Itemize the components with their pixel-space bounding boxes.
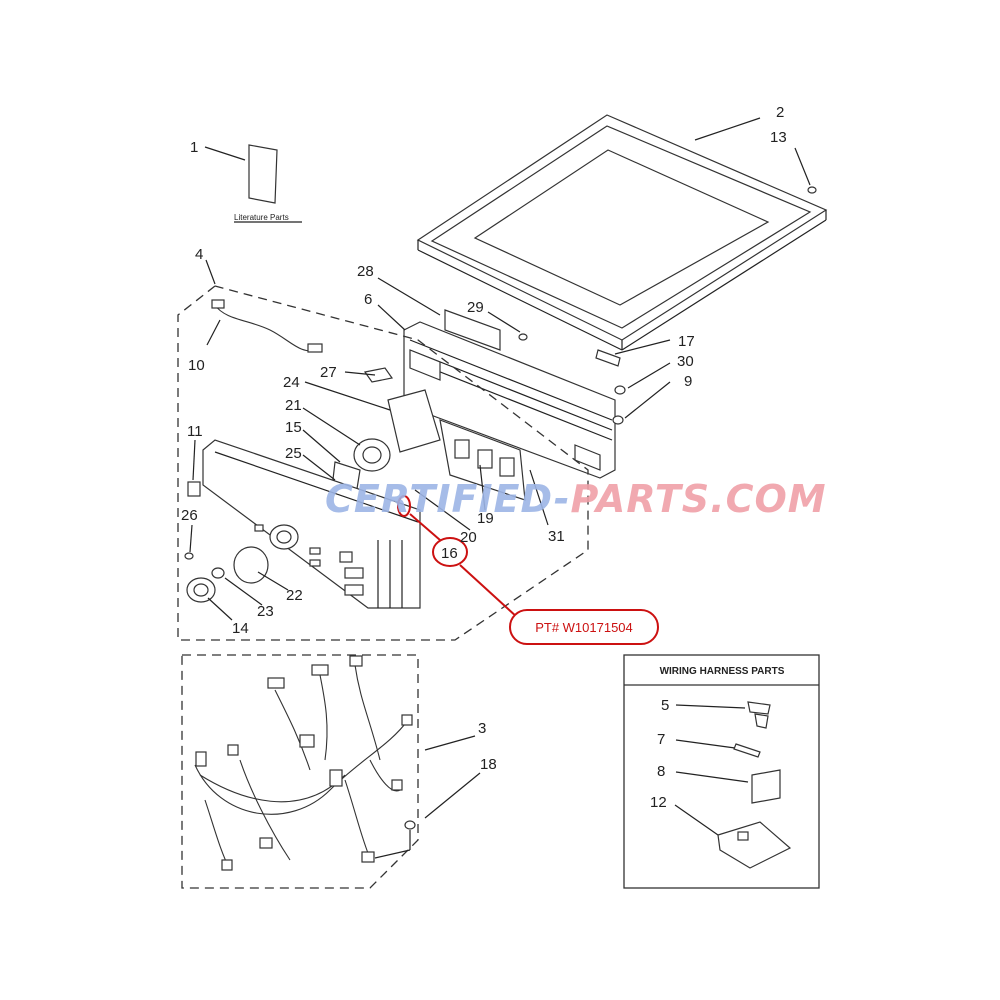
watermark: CERTIFIED-PARTS.COM [325, 477, 827, 521]
callout-30: 30 [677, 353, 694, 370]
callout-17: 17 [678, 333, 695, 350]
part-number-label: PT# W10171504 [535, 620, 633, 635]
callout-3: 3 [478, 720, 486, 737]
callout-8: 8 [657, 763, 665, 780]
callout-29: 29 [467, 299, 484, 316]
callout-31: 31 [548, 528, 565, 545]
leader-lines [189, 259, 671, 819]
highlight-callout: PT# W10171504 [397, 495, 659, 645]
callout-28: 28 [357, 263, 374, 280]
callout-26: 26 [181, 507, 198, 524]
callout-4: 4 [195, 246, 203, 263]
callout-19: 19 [477, 510, 494, 527]
knobs [184, 546, 269, 603]
harness-group-outline [181, 654, 419, 889]
watermark-part-2: PARTS [571, 477, 711, 521]
wiring-box-title: WIRING HARNESS PARTS [660, 666, 785, 677]
callout-6: 6 [364, 291, 372, 308]
wiring-harness [194, 655, 416, 871]
callout-12: 12 [650, 794, 667, 811]
callout-23: 23 [257, 603, 274, 620]
console-wire [206, 299, 323, 353]
callout-11: 11 [187, 423, 203, 440]
wiring-harness-parts-box: WIRING HARNESS PARTS [623, 654, 820, 889]
callout-22: 22 [286, 587, 303, 604]
callout-7: 7 [657, 731, 665, 748]
callout-25: 25 [285, 445, 302, 462]
callout-5: 5 [661, 697, 669, 714]
callout-21: 21 [285, 397, 302, 414]
callout-15: 15 [285, 419, 302, 436]
callout-numbers: 1 2 3 4 5 6 7 8 9 10 11 12 13 14 15 16 1… [181, 104, 787, 811]
callout-16: 16 [441, 545, 458, 562]
top-panel [416, 114, 828, 351]
callout-18: 18 [480, 756, 497, 773]
literature-label: Literature Parts [234, 213, 289, 222]
callout-2: 2 [776, 104, 784, 121]
callout-13: 13 [770, 129, 787, 146]
callout-20: 20 [460, 529, 477, 546]
console-rear-assembly [403, 309, 626, 479]
callout-9: 9 [684, 373, 692, 390]
callout-1: 1 [190, 139, 198, 156]
console-group-outline [177, 285, 589, 641]
watermark-part-1: CERTIFIED- [325, 477, 571, 521]
callout-24: 24 [283, 374, 300, 391]
watermark-part-3: .COM [710, 477, 826, 521]
control-board-assembly [331, 367, 526, 501]
callout-14: 14 [232, 620, 249, 637]
callout-10: 10 [188, 357, 205, 374]
literature-part: Literature Parts [204, 144, 302, 223]
callout-27: 27 [320, 364, 337, 381]
front-console-panel [187, 439, 421, 609]
